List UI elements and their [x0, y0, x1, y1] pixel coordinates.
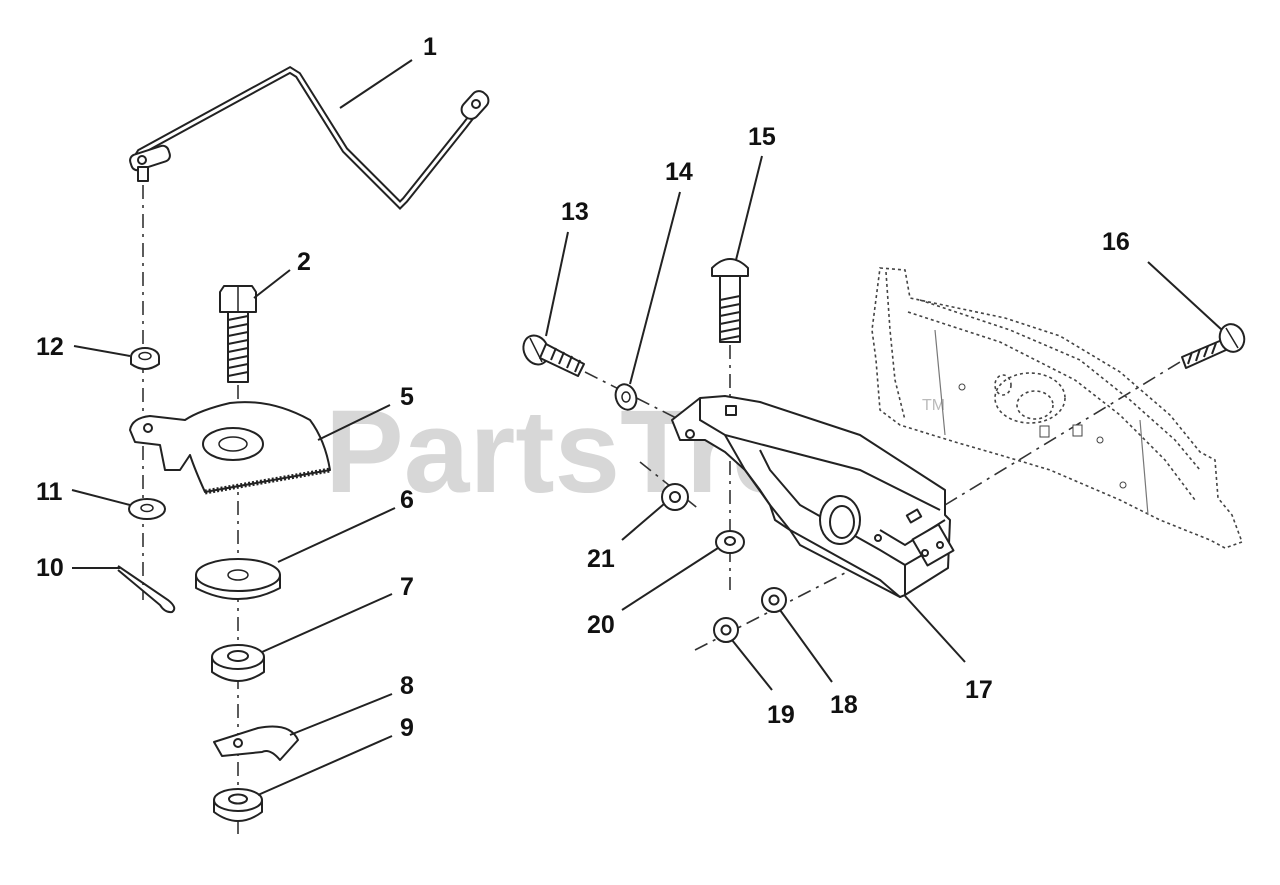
part-18-nut: [761, 587, 787, 613]
part-8-clip: [213, 725, 299, 761]
callout-13: 13: [561, 198, 589, 226]
callout-12: 12: [36, 333, 64, 361]
callout-7: 7: [400, 573, 414, 601]
watermark-tm: TM: [922, 397, 945, 414]
callout-1: 1: [423, 33, 437, 61]
axis-line-bolt-13: [584, 371, 691, 426]
callout-10: 10: [36, 554, 64, 582]
part-13-bolt: [522, 334, 585, 377]
callout-17: 17: [965, 676, 993, 704]
callout-19: 19: [767, 701, 795, 729]
part-10-pin: [117, 565, 176, 614]
part-6-disc: [195, 558, 281, 600]
callout-18: 18: [830, 691, 858, 719]
part-15-bolt: [711, 258, 749, 343]
part-19-nut: [713, 617, 739, 643]
callout-14: 14: [665, 158, 693, 186]
part-2-bolt: [219, 285, 257, 383]
axis-line-bolt-16: [944, 361, 1181, 506]
part-16-bolt: [1181, 323, 1246, 369]
part-14-washer: [614, 383, 638, 411]
callout-6: 6: [400, 486, 414, 514]
leaders-right: [545, 155, 1223, 691]
part-12-nut: [130, 347, 160, 370]
part-7-nut: [211, 644, 265, 682]
part-20-nut: [715, 530, 745, 554]
callout-5: 5: [400, 383, 414, 411]
part-9-nut: [213, 788, 263, 822]
callout-21: 21: [587, 545, 615, 573]
callout-8: 8: [400, 672, 414, 700]
callout-2: 2: [297, 248, 311, 276]
callout-20: 20: [587, 611, 615, 639]
callout-15: 15: [748, 123, 776, 151]
part-11-washer: [128, 498, 166, 520]
part-5-sector: [129, 401, 331, 495]
callout-16: 16: [1102, 228, 1130, 256]
callout-11: 11: [36, 478, 63, 506]
part-21-nut: [661, 483, 689, 511]
part-16-frame: [871, 267, 1244, 549]
callout-9: 9: [400, 714, 414, 742]
callouts: 1 2 5 6 7 8 9 10 11 12 13 14 15 16 17 18…: [36, 33, 1130, 742]
part-1-rod: [129, 65, 490, 210]
leaders-left: [71, 59, 413, 796]
part-17-bracket: [671, 395, 955, 599]
